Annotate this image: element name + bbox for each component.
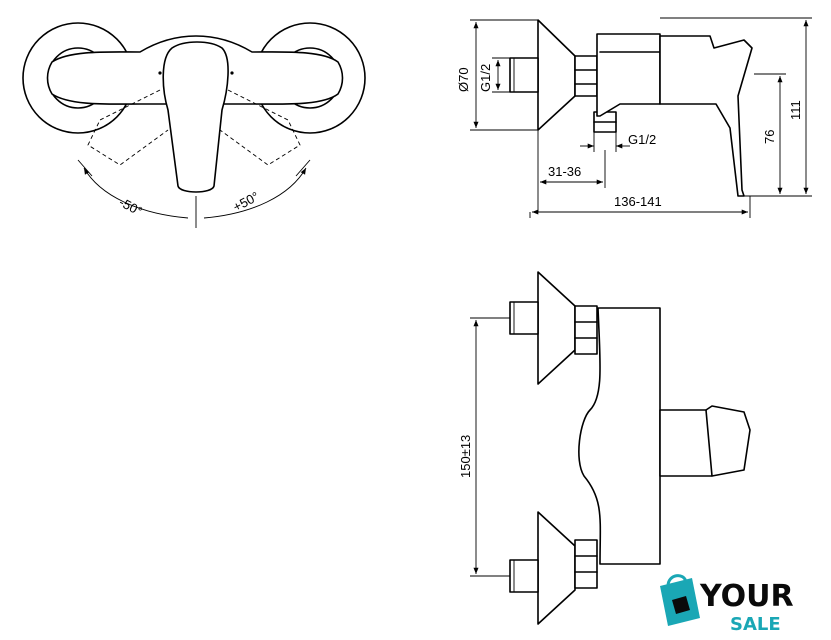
outlet-thread-label: G1/2 bbox=[628, 132, 656, 147]
your-sale-logo: YOUR SALE bbox=[660, 574, 794, 635]
outlet-height-label: 76 bbox=[762, 130, 777, 144]
wall-distance-label: 31-36 bbox=[548, 164, 581, 179]
shopping-bag-icon bbox=[660, 574, 700, 626]
front-view: 150±13 bbox=[458, 271, 751, 625]
side-view: Ø70 G1/2 G1/2 31-36 136-141 76 111 bbox=[456, 17, 812, 218]
rotation-minus-label: -50° bbox=[117, 194, 145, 219]
total-height-label: 111 bbox=[788, 100, 803, 120]
inlet-spacing-label: 150±13 bbox=[458, 435, 473, 478]
rotation-plus-label: +50° bbox=[230, 189, 261, 215]
logo-text-your: YOUR bbox=[699, 579, 794, 614]
inlet-thread-label: G1/2 bbox=[478, 64, 493, 92]
flange-diameter-label: Ø70 bbox=[456, 67, 471, 92]
logo-text-sale: SALE bbox=[730, 614, 781, 635]
total-depth-label: 136-141 bbox=[614, 194, 662, 209]
top-view: -50° +50° bbox=[22, 22, 366, 228]
